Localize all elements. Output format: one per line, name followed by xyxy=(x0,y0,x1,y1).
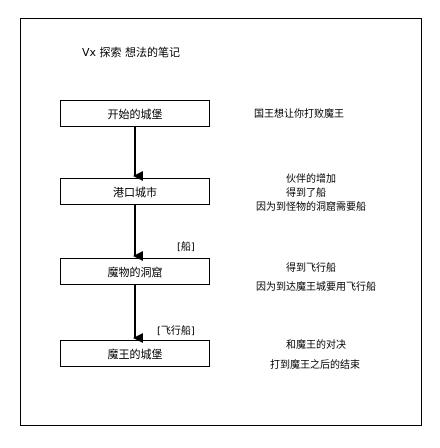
diagram-frame xyxy=(20,18,422,426)
tag-ship: [船] xyxy=(177,242,195,253)
note-start-castle: 国王想让你打败魔王 xyxy=(254,109,344,120)
note-port-city-1: 伙伴的增加 xyxy=(286,174,336,185)
note-port-city-3: 因为到怪物的洞窟需要船 xyxy=(256,202,366,213)
tag-airship: [飞行船] xyxy=(157,326,195,337)
node-demon-castle: 魔王的城堡 xyxy=(60,340,210,367)
note-demon-castle-2: 打到魔王之后的结束 xyxy=(270,360,360,371)
note-monster-cave-2: 因为到达魔王城要用飞行船 xyxy=(256,282,376,293)
note-port-city-2: 得到了船 xyxy=(286,188,326,199)
diagram-title: Vx 探索 想法的笔记 xyxy=(82,46,181,59)
note-monster-cave-1: 得到飞行船 xyxy=(286,263,336,274)
node-port-city: 港口城市 xyxy=(60,178,210,205)
node-start-castle: 开始的城堡 xyxy=(60,100,210,127)
note-demon-castle-1: 和魔王的对决 xyxy=(286,340,346,351)
